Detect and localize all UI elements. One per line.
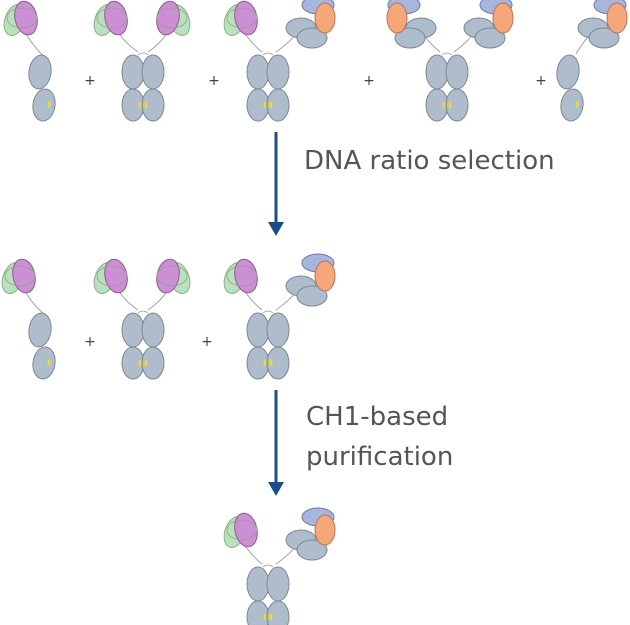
- row-starting-mixture: + + + +: [0, 0, 628, 124]
- arrow-dna-ratio-selection: [268, 132, 284, 236]
- bispecific-antibody: [219, 0, 336, 122]
- arrow-ch1-purification: [268, 390, 284, 496]
- bispecific-antibody: [219, 253, 336, 380]
- homodimer-a: [89, 0, 195, 122]
- step2-label-line2: purification: [306, 442, 454, 472]
- half-antibody-a: [0, 0, 58, 124]
- plus-sign: +: [84, 73, 96, 89]
- plus-sign: +: [363, 73, 375, 89]
- plus-sign: +: [84, 334, 96, 350]
- homodimer-b: [386, 0, 514, 122]
- step1-label: DNA ratio selection: [304, 146, 555, 176]
- row-after-purification: [219, 507, 336, 625]
- bispecific-antibody: [219, 507, 336, 625]
- half-antibody-b: [554, 0, 628, 124]
- half-antibody-a: [0, 256, 58, 382]
- row-after-dna-ratio-selection: + +: [0, 253, 336, 382]
- plus-sign: +: [535, 73, 547, 89]
- step2-label-line1: CH1-based: [306, 402, 449, 432]
- plus-sign: +: [201, 334, 213, 350]
- plus-sign: +: [208, 73, 220, 89]
- homodimer-a: [89, 256, 195, 380]
